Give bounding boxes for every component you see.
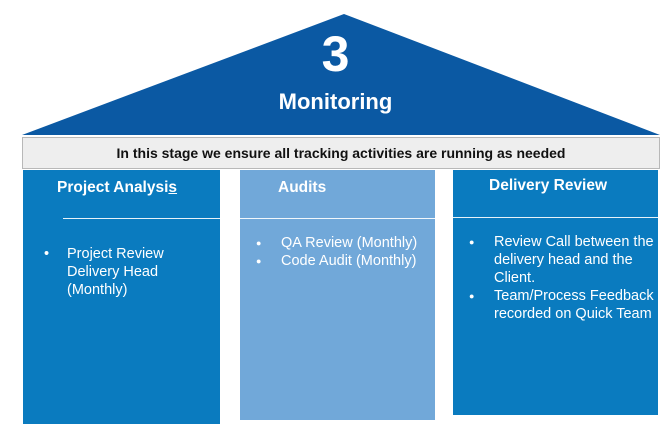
pillar-list: •Project Review Delivery Head (Monthly): [44, 245, 217, 299]
bullet-icon: ●: [469, 237, 475, 247]
pillar-divider: [453, 217, 658, 218]
pillar-list: ●QA Review (Monthly) ●Code Audit (Monthl…: [256, 234, 431, 270]
list-item: •Project Review Delivery Head (Monthly): [44, 246, 164, 298]
pillar-delivery-review: Delivery Review ●Review Call between the…: [453, 170, 658, 415]
pillar-title: Audits: [278, 179, 327, 196]
stage-number: 3: [321, 26, 350, 82]
pillar-divider: [63, 218, 220, 219]
bullet-icon: •: [44, 246, 50, 262]
list-item: ●Review Call between the delivery head a…: [469, 234, 654, 286]
list-item: ●Team/Process Feedback recorded on Quick…: [469, 288, 654, 322]
bullet-icon: ●: [256, 238, 262, 248]
pillar-title: Project Analysis: [57, 179, 178, 196]
pillar-title: Delivery Review: [489, 177, 608, 194]
bullet-icon: ●: [256, 256, 262, 266]
pillar-list: ●Review Call between the delivery head a…: [469, 233, 659, 323]
stage-title: Monitoring: [278, 89, 393, 114]
bullet-icon: ●: [469, 291, 475, 301]
list-item: ●QA Review (Monthly): [256, 235, 418, 251]
roof-triangle: [22, 14, 660, 135]
pillar-project-analysis: Project Analysis •Project Review Deliver…: [23, 170, 220, 424]
pillar-divider: [240, 218, 435, 219]
pillar-audits: Audits ●QA Review (Monthly) ●Code Audit …: [240, 170, 435, 420]
list-item: ●Code Audit (Monthly): [256, 253, 417, 269]
stage-description-banner: In this stage we ensure all tracking act…: [22, 137, 660, 169]
